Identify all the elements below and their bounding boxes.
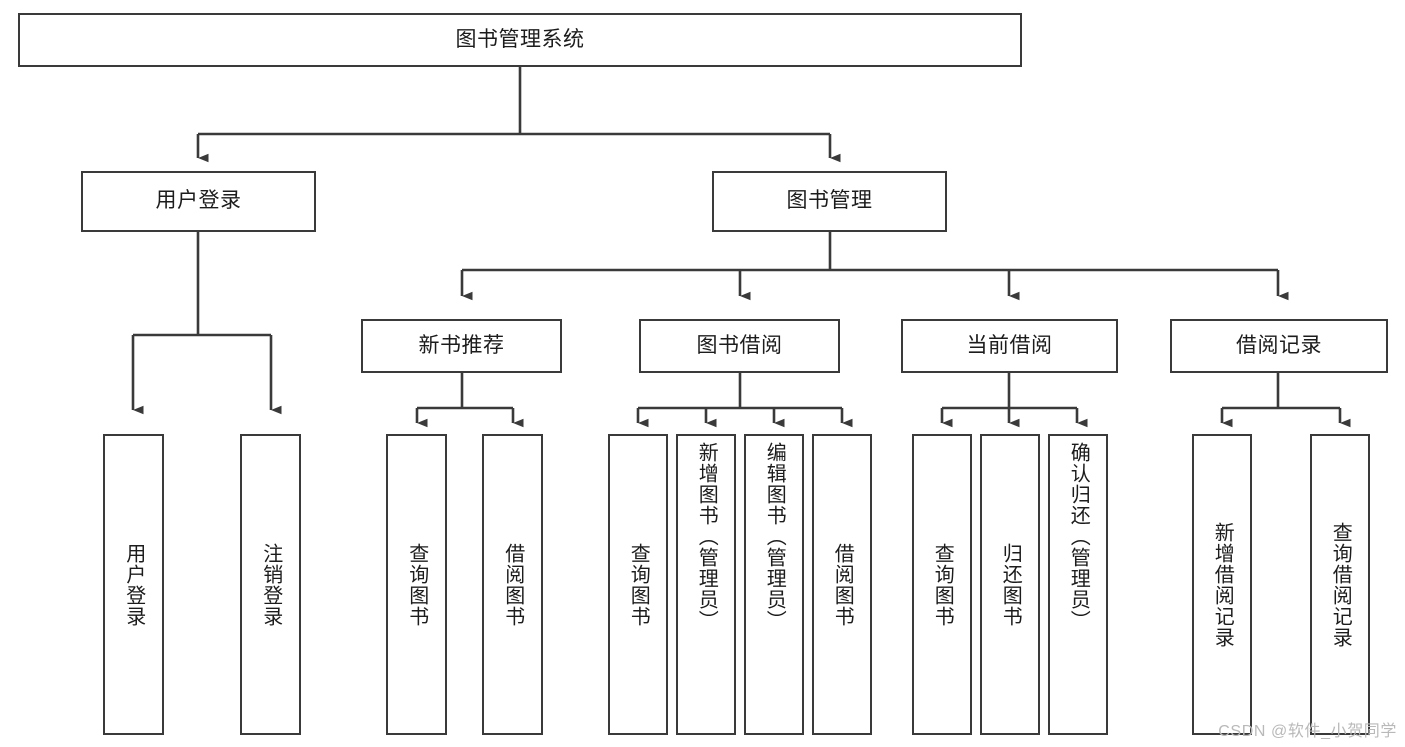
node-leaf-query-book-current[interactable]: 查询图书	[912, 434, 972, 735]
node-label-leaf-add-borrow-record: 新增借阅记录	[1211, 521, 1234, 648]
node-label-leaf-add-book-admin: 新增图书（管理员）	[695, 442, 718, 631]
node-label-user-login: 用户登录	[155, 189, 242, 213]
node-leaf-confirm-return-admin[interactable]: 确认归还（管理员）	[1048, 434, 1108, 735]
node-label-leaf-query-book-recommend: 查询图书	[405, 542, 428, 627]
node-leaf-add-book-admin[interactable]: 新增图书（管理员）	[676, 434, 736, 735]
node-label-leaf-query-borrow-record: 查询借阅记录	[1329, 521, 1352, 648]
node-label-leaf-edit-book-admin: 编辑图书（管理员）	[763, 442, 786, 631]
node-leaf-logout[interactable]: 注销登录	[240, 434, 301, 735]
node-leaf-return-book[interactable]: 归还图书	[980, 434, 1040, 735]
node-label-root: 图书管理系统	[455, 27, 585, 51]
node-label-leaf-logout: 注销登录	[259, 542, 282, 627]
node-book-management[interactable]: 图书管理	[712, 171, 947, 232]
node-leaf-user-login[interactable]: 用户登录	[103, 434, 164, 735]
node-root-book-management-system[interactable]: 图书管理系统	[18, 13, 1022, 67]
node-label-borrow-record: 借阅记录	[1236, 333, 1322, 357]
node-borrow-record[interactable]: 借阅记录	[1170, 319, 1388, 373]
node-label-leaf-confirm-return-admin: 确认归还（管理员）	[1067, 442, 1090, 631]
node-book-borrow[interactable]: 图书借阅	[639, 319, 840, 373]
node-label-book-management: 图书管理	[786, 189, 873, 213]
node-leaf-query-borrow-record[interactable]: 查询借阅记录	[1310, 434, 1370, 735]
node-label-leaf-query-book-current: 查询图书	[931, 542, 954, 627]
node-user-login[interactable]: 用户登录	[81, 171, 316, 232]
node-label-leaf-query-book-borrow: 查询图书	[627, 542, 650, 627]
node-label-leaf-borrow-book-recommend: 借阅图书	[501, 542, 524, 627]
node-leaf-edit-book-admin[interactable]: 编辑图书（管理员）	[744, 434, 804, 735]
node-leaf-borrow-book-recommend[interactable]: 借阅图书	[482, 434, 543, 735]
node-leaf-borrow-book[interactable]: 借阅图书	[812, 434, 872, 735]
node-label-leaf-return-book: 归还图书	[999, 542, 1022, 627]
node-label-new-book-recommend: 新书推荐	[418, 333, 505, 357]
node-label-leaf-user-login: 用户登录	[122, 542, 145, 627]
node-leaf-query-book-borrow[interactable]: 查询图书	[608, 434, 668, 735]
node-new-book-recommend[interactable]: 新书推荐	[361, 319, 562, 373]
node-leaf-add-borrow-record[interactable]: 新增借阅记录	[1192, 434, 1252, 735]
node-current-borrow[interactable]: 当前借阅	[901, 319, 1118, 373]
node-label-book-borrow: 图书借阅	[696, 333, 783, 357]
node-leaf-query-book-recommend[interactable]: 查询图书	[386, 434, 447, 735]
node-label-current-borrow: 当前借阅	[966, 333, 1053, 357]
node-label-leaf-borrow-book: 借阅图书	[831, 542, 854, 627]
